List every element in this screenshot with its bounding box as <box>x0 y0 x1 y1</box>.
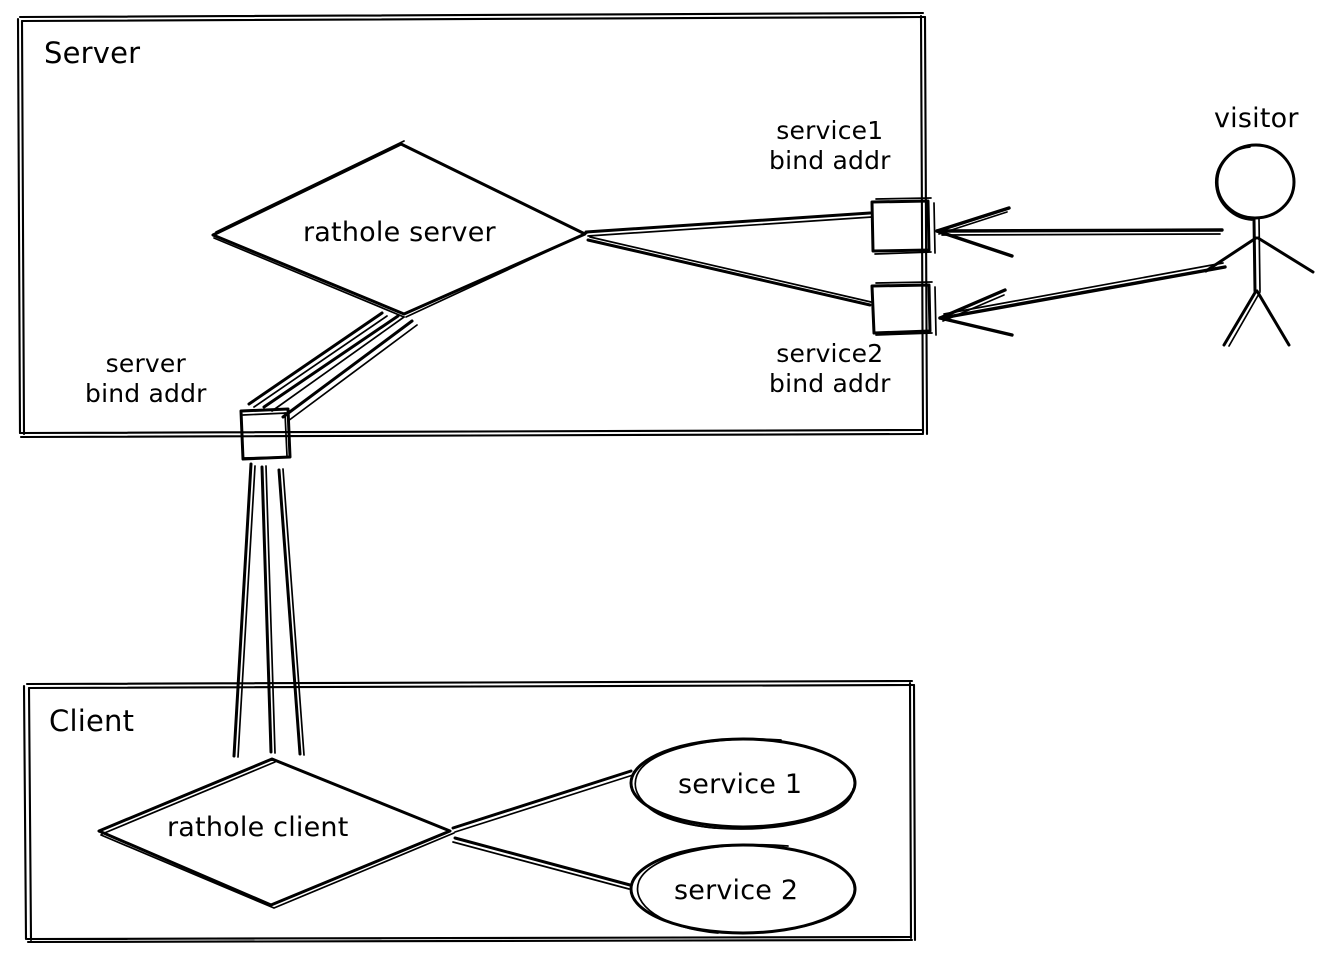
service2-label: service 2 <box>674 875 799 906</box>
arrow-visitor-service1 <box>935 206 1224 258</box>
service2-bind-addr-label: service2 bind addr <box>769 339 891 398</box>
rathole-server-node[interactable] <box>211 140 590 318</box>
arrow-visitor-service2 <box>938 262 1227 337</box>
rathole-server-label: rathole server <box>303 217 496 248</box>
rathole-client-label: rathole client <box>167 812 349 843</box>
link-ratholeserver-service1 <box>584 211 873 237</box>
rathole-client-node[interactable] <box>97 757 455 909</box>
server-group-label: Server <box>44 36 141 70</box>
server-bind-addr-box[interactable] <box>239 407 292 461</box>
link-serverbindaddr-ratholeclient <box>232 462 305 758</box>
service2-node[interactable] <box>629 843 857 935</box>
service1-label: service 1 <box>678 769 803 800</box>
service2-bind-addr-box[interactable] <box>870 281 937 336</box>
visitor-label: visitor <box>1214 103 1299 134</box>
link-ratholeserver-service2 <box>586 236 872 307</box>
visitor-stick-figure-icon[interactable] <box>1204 143 1315 347</box>
service1-node[interactable] <box>629 737 857 830</box>
service1-bind-addr-label: service1 bind addr <box>769 116 891 175</box>
link-ratholeclient-service2 <box>452 836 632 890</box>
client-group-label: Client <box>49 704 135 738</box>
link-ratholeclient-service1 <box>451 769 634 833</box>
client-group-box[interactable] <box>22 679 917 944</box>
service1-bind-addr-box[interactable] <box>870 197 936 255</box>
server-bind-addr-label: server bind addr <box>85 349 207 408</box>
server-group-box[interactable] <box>16 11 929 439</box>
link-ratholeserver-serverbindaddr <box>247 311 418 422</box>
